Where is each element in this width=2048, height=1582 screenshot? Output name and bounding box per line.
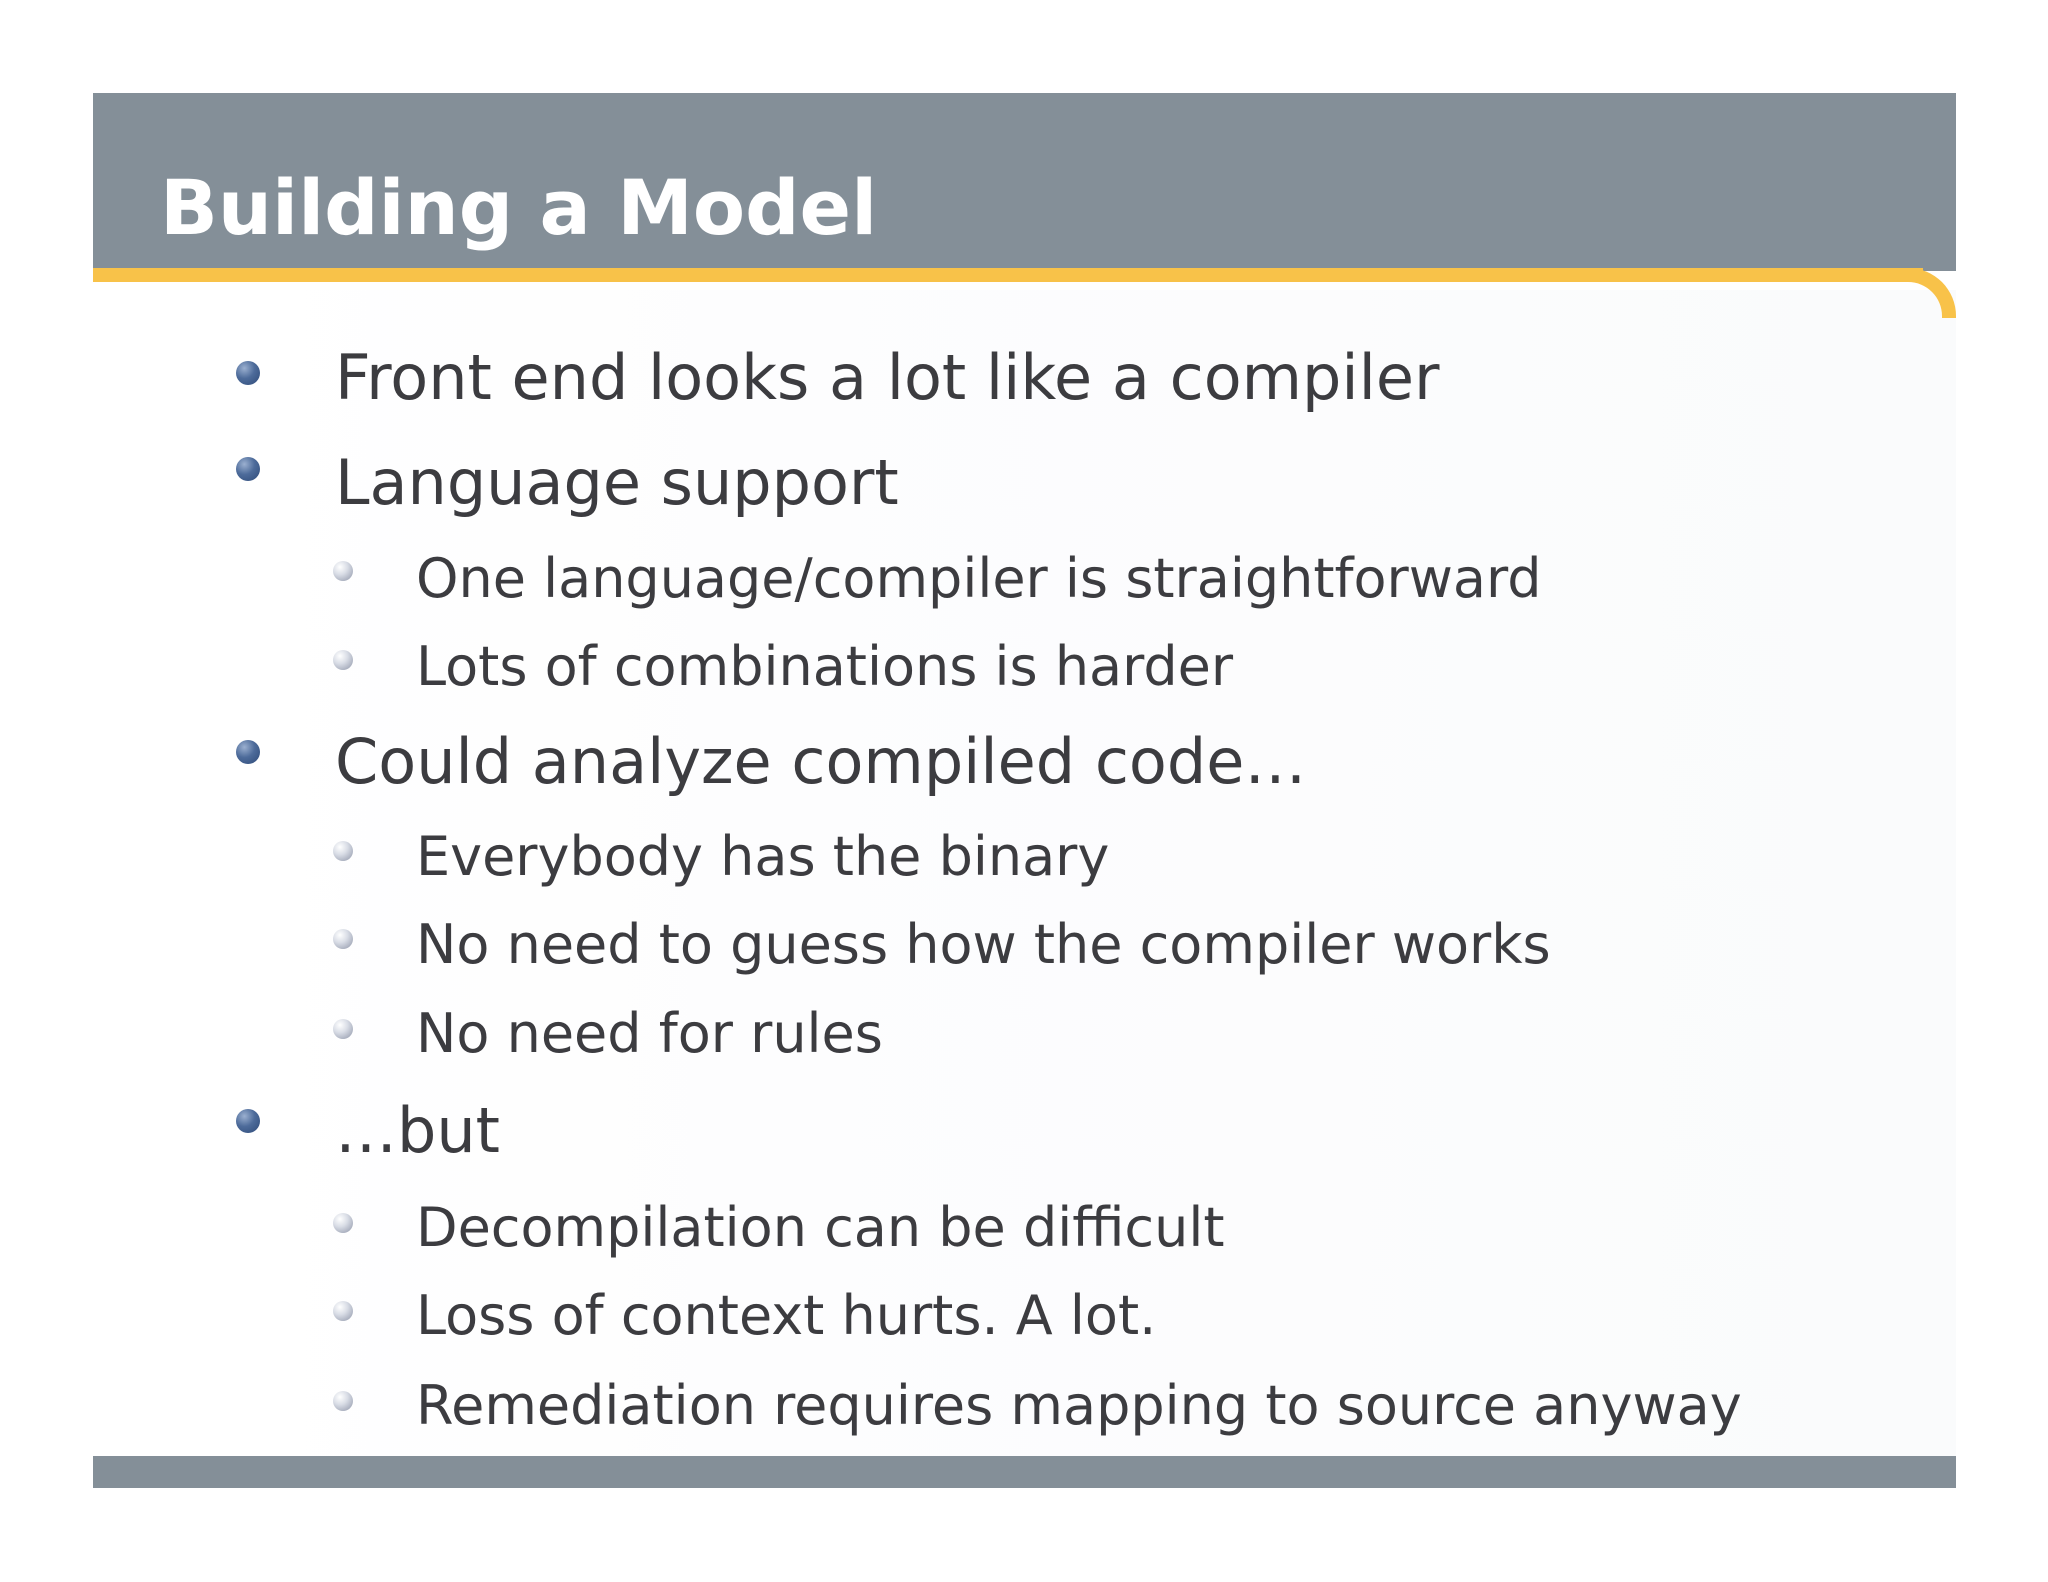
sub-bullet-item: Lots of combinations is harder xyxy=(416,635,1234,698)
bullet-secondary-icon xyxy=(333,561,353,581)
bullet-primary-icon xyxy=(236,1109,260,1133)
footer-bar xyxy=(93,1456,1956,1488)
bullet-secondary-icon xyxy=(333,1301,353,1321)
bullet-primary-icon xyxy=(236,457,260,481)
sub-bullet-item: No need for rules xyxy=(416,1002,883,1065)
sub-bullet-item: Remediation requires mapping to source a… xyxy=(416,1374,1742,1437)
bullet-primary-icon xyxy=(236,740,260,764)
bullet-secondary-icon xyxy=(333,1019,353,1039)
bullet-item: …but xyxy=(335,1094,500,1167)
bullet-item: Could analyze compiled code… xyxy=(335,725,1307,798)
sub-bullet-item: No need to guess how the compiler works xyxy=(416,913,1551,976)
slide-title: Building a Model xyxy=(160,163,878,252)
sub-bullet-item: Decompilation can be difficult xyxy=(416,1196,1225,1259)
sub-bullet-item: Everybody has the binary xyxy=(416,825,1110,888)
bullet-item: Front end looks a lot like a compiler xyxy=(335,341,1440,414)
title-bar xyxy=(93,93,1956,271)
sub-bullet-item: One language/compiler is straightforward xyxy=(416,547,1542,610)
bullet-secondary-icon xyxy=(333,841,353,861)
title-accent-line xyxy=(93,268,1923,282)
bullet-item: Language support xyxy=(335,446,899,519)
bullet-secondary-icon xyxy=(333,929,353,949)
bullet-secondary-icon xyxy=(333,650,353,670)
bullet-primary-icon xyxy=(236,361,260,385)
bullet-secondary-icon xyxy=(333,1213,353,1233)
content-background xyxy=(240,290,1956,1456)
sub-bullet-item: Loss of context hurts. A lot. xyxy=(416,1284,1157,1347)
bullet-secondary-icon xyxy=(333,1391,353,1411)
